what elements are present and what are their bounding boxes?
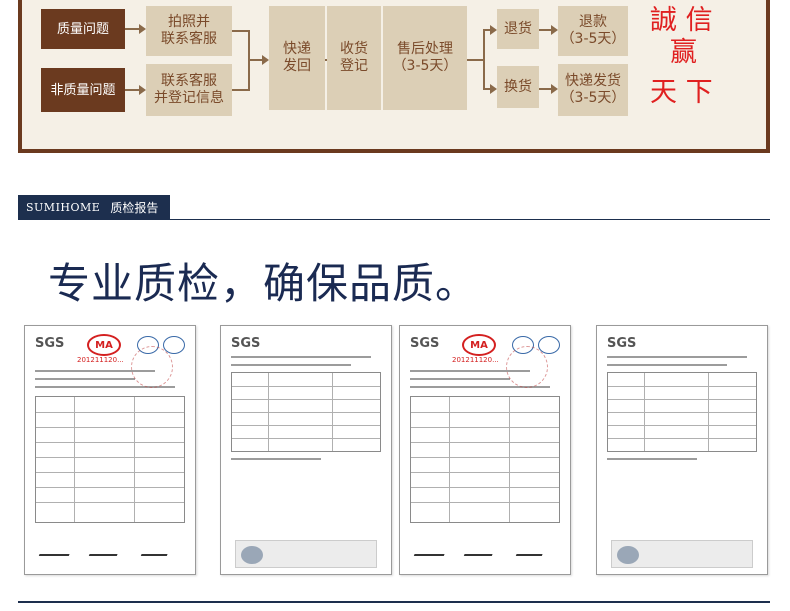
connector-line: [483, 88, 490, 90]
document-text-line: [231, 458, 321, 460]
document-text-line: [607, 356, 747, 358]
red-stamp-icon: [506, 346, 548, 388]
non-quality-issue-box: 非质量问题: [41, 68, 125, 112]
connector-line: [539, 88, 551, 90]
connector-line: [483, 29, 490, 31]
report-table: [607, 372, 757, 452]
connector-line: [539, 29, 551, 31]
report-seal-icon: [241, 546, 263, 564]
document-text-line: [410, 378, 510, 380]
arrow-right-icon: [262, 55, 269, 65]
sgs-logo: SGS: [410, 336, 440, 351]
report-table: [35, 396, 185, 523]
document-text-line: [35, 386, 175, 388]
refund-box: 退款 （3-5天）: [558, 6, 628, 56]
ma-certification-icon: MA: [462, 334, 496, 356]
section-tag: SUMIHOME 质检报告: [18, 195, 170, 219]
return-goods-box: 退货: [497, 9, 539, 49]
after-sales-handling-box: 售后处理 （3-5天）: [383, 6, 467, 110]
signature: [463, 544, 497, 556]
signature: [140, 544, 172, 556]
slogan-win: 赢: [670, 37, 697, 68]
document-text-line: [231, 356, 371, 358]
signature: [88, 544, 122, 556]
photo-contact-service-box: 拍照并 联系客服: [146, 6, 232, 56]
inspection-report-card[interactable]: SGS: [220, 325, 392, 575]
inspection-report-card[interactable]: SGS MA 201211120...: [399, 325, 571, 575]
signature: [413, 544, 449, 556]
receive-register-box: 收货 登记: [327, 6, 381, 110]
section-divider: [18, 219, 770, 220]
exchange-goods-box: 换货: [497, 66, 539, 108]
document-text-line: [607, 458, 697, 460]
document-text-line: [410, 386, 550, 388]
connector-line: [483, 29, 485, 89]
slogan-world: 天 下: [650, 77, 713, 108]
arrow-right-icon: [139, 24, 146, 34]
signature: [38, 544, 74, 556]
connector-line: [248, 59, 262, 61]
document-text-line: [410, 370, 530, 372]
arrow-right-icon: [490, 25, 497, 35]
connector-line: [232, 89, 249, 91]
connector-line: [125, 28, 139, 30]
brand-name: SUMIHOME: [26, 200, 101, 214]
ma-certification-icon: MA: [87, 334, 121, 356]
report-table: [410, 396, 560, 523]
inspection-report-card[interactable]: SGS: [596, 325, 768, 575]
report-footer-strip: [235, 540, 377, 568]
report-table: [231, 372, 381, 452]
connector-line: [325, 59, 327, 61]
arrow-right-icon: [139, 85, 146, 95]
connector-line: [232, 30, 249, 32]
document-text-line: [231, 364, 351, 366]
document-text-line: [607, 364, 727, 366]
sgs-logo: SGS: [231, 336, 261, 351]
slogan-integrity: 誠 信: [650, 5, 713, 36]
page-headline: 专业质检，确保品质。: [48, 259, 479, 308]
arrow-right-icon: [551, 25, 558, 35]
section-title: 质检报告: [110, 200, 159, 215]
connector-line: [125, 89, 139, 91]
report-seal-icon: [617, 546, 639, 564]
ma-number: 201211120...: [77, 356, 124, 364]
ma-number: 201211120...: [452, 356, 499, 364]
red-stamp-icon: [131, 346, 173, 388]
sgs-logo: SGS: [35, 336, 65, 351]
connector-line: [467, 59, 484, 61]
cnas-seal-icon: [163, 336, 185, 354]
document-text-line: [35, 370, 155, 372]
quality-issue-box: 质量问题: [41, 9, 125, 49]
sgs-logo: SGS: [607, 336, 637, 351]
bottom-divider: [18, 601, 770, 603]
document-text-line: [35, 378, 135, 380]
arrow-right-icon: [490, 84, 497, 94]
signature: [515, 544, 547, 556]
express-return-box: 快递 发回: [269, 6, 325, 110]
cnas-seal-icon: [538, 336, 560, 354]
contact-register-info-box: 联系客服 并登记信息: [146, 64, 232, 116]
inspection-report-card[interactable]: SGS MA 201211120...: [24, 325, 196, 575]
express-ship-box: 快递发货 （3-5天）: [558, 64, 628, 116]
arrow-right-icon: [551, 84, 558, 94]
